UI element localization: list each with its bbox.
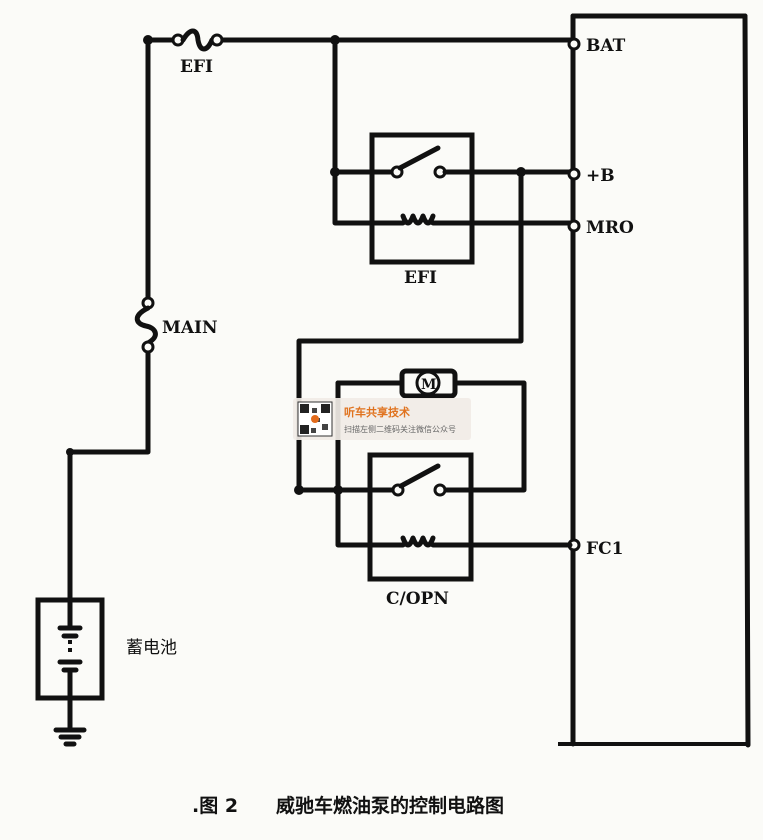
- qr-code-icon: [297, 401, 333, 437]
- main-fuse: MAIN: [134, 296, 218, 354]
- efi-fuse-label: EFI: [180, 57, 213, 77]
- watermark-title: 听车共享技术: [344, 405, 410, 419]
- terminal-mro-label: MRO: [586, 218, 634, 238]
- caption-number: .图 2: [192, 795, 238, 817]
- figure-caption: .图 2 威驰车燃油泵的控制电路图: [192, 794, 504, 817]
- watermark-banner: 听车共享技术 扫描左侧二维码关注微信公众号: [293, 398, 471, 440]
- battery: 蓄电池: [35, 597, 177, 701]
- efi-relay: EFI: [330, 37, 576, 288]
- main-fuse-label: MAIN: [162, 318, 218, 338]
- caption-title: 威驰车燃油泵的控制电路图: [276, 794, 504, 817]
- ecu-terminals: BAT +B MRO FC1: [567, 36, 634, 559]
- battery-label: 蓄电池: [126, 638, 177, 658]
- copn-relay: C/OPN: [296, 452, 573, 609]
- ground-icon: [53, 695, 87, 747]
- terminal-fc1-label: FC1: [586, 539, 623, 559]
- copn-relay-label: C/OPN: [386, 589, 449, 609]
- terminal-bat-label: BAT: [586, 36, 626, 56]
- terminal-plus-b-label: +B: [586, 166, 615, 186]
- motor-label: M: [421, 377, 437, 393]
- main-supply-wire: [66, 37, 151, 603]
- efi-fuse: EFI: [171, 28, 224, 77]
- efi-relay-label: EFI: [404, 268, 437, 288]
- ecu-block: [558, 13, 751, 748]
- watermark-subtitle: 扫描左侧二维码关注微信公众号: [344, 424, 456, 434]
